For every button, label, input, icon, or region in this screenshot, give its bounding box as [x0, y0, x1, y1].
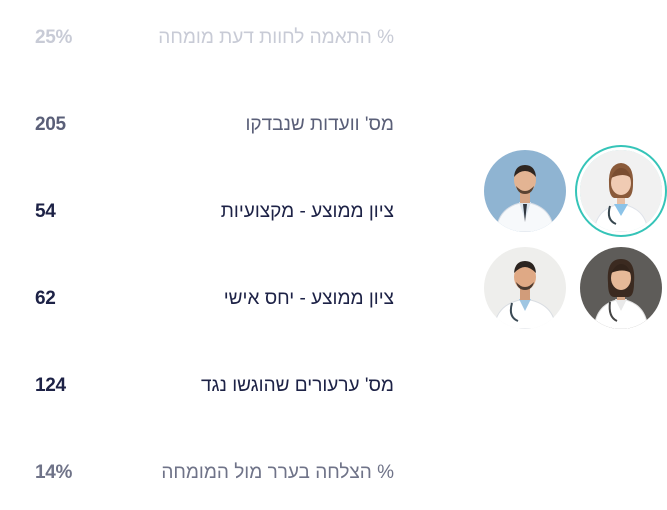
stat-row-personal-attitude-score: 62 ציון ממוצע - יחס אישי: [0, 269, 430, 329]
stat-value: 14%: [35, 462, 73, 483]
doctor-male-icon: [484, 150, 566, 232]
stat-label: ציון ממוצע - מקצועיות: [220, 201, 394, 222]
doctor-male-avatar[interactable]: [484, 247, 566, 329]
stat-row-expert-match: 25% % התאמה לחוות דעת מומחה: [0, 8, 430, 68]
stat-value: 62: [35, 288, 56, 309]
stat-label: ציון ממוצע - יחס אישי: [223, 288, 394, 309]
stat-value: 124: [35, 375, 66, 396]
stat-label: מס' וועדות שנבדקו: [245, 114, 394, 135]
stat-label: מס' ערעורים שהוגשו נגד: [200, 375, 394, 396]
stat-row-appeals-filed: 124 מס' ערעורים שהוגשו נגד: [0, 356, 430, 416]
stat-row-appeal-success: 14% % הצלחה בערר מול המומחה: [0, 443, 430, 503]
stat-value: 54: [35, 201, 56, 222]
expert-stats-list: 25% % התאמה לחוות דעת מומחה 205 מס' וועד…: [0, 8, 430, 503]
stat-row-committees-checked: 205 מס' וועדות שנבדקו: [0, 95, 430, 155]
doctor-female-avatar[interactable]: [580, 247, 662, 329]
stat-value: 205: [35, 114, 66, 135]
doctor-male-icon: [484, 247, 566, 329]
stat-row-professionalism-score: 54 ציון ממוצע - מקצועיות: [0, 182, 430, 242]
stat-label: % התאמה לחוות דעת מומחה: [158, 27, 394, 48]
stat-label: % הצלחה בערר מול המומחה: [161, 462, 394, 483]
doctor-female-avatar[interactable]: [580, 150, 662, 232]
doctor-selector: [480, 148, 666, 334]
stat-value: 25%: [35, 27, 73, 48]
doctor-male-avatar[interactable]: [484, 150, 566, 232]
doctor-female-icon: [580, 150, 662, 232]
doctor-female-icon: [580, 247, 662, 329]
